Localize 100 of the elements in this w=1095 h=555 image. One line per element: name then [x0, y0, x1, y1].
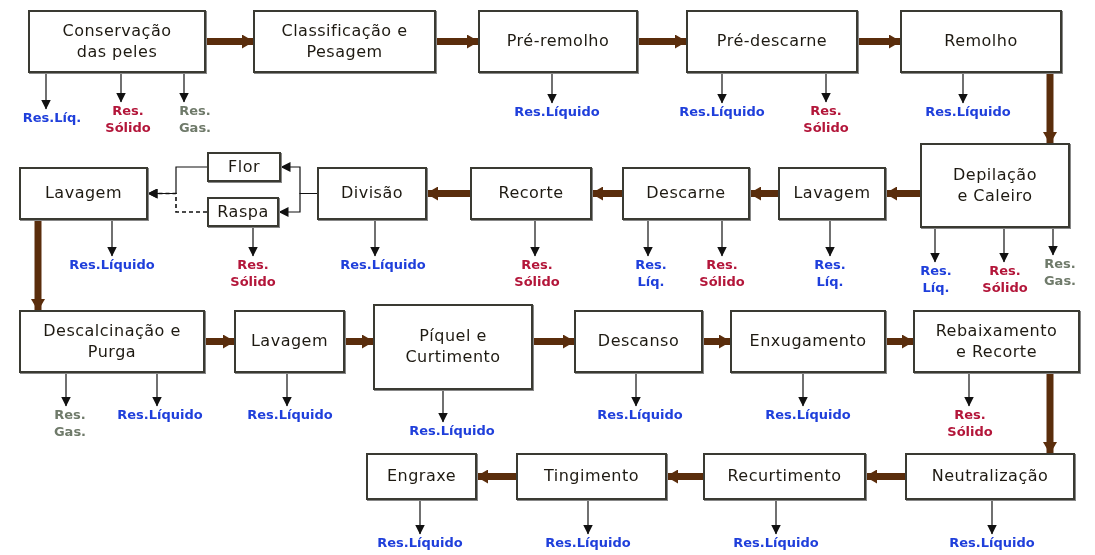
step-label: Recorte	[498, 183, 564, 204]
process-box	[317, 167, 427, 220]
residue-label: Res.Líquido	[765, 407, 851, 424]
arrow	[821, 72, 831, 103]
step-label: Descarne	[646, 183, 726, 204]
step-label: Conservação das peles	[61, 20, 173, 63]
process-box	[366, 453, 477, 500]
arrow	[152, 372, 162, 407]
arrow	[643, 219, 653, 257]
flow-arrow	[885, 186, 920, 201]
residue-label: Res. Líq.	[808, 257, 852, 291]
arrow	[438, 389, 448, 423]
process-box	[373, 304, 533, 390]
residue-label: Res. Sólido	[509, 257, 565, 291]
residue-label: Res. Sólido	[225, 257, 281, 291]
residue-label: Res.Líquido	[925, 104, 1011, 121]
residue-label: Res. Gas.	[1038, 256, 1082, 290]
process-box	[730, 310, 886, 373]
residue-label: Res. Sólido	[977, 263, 1033, 297]
arrow	[61, 372, 71, 407]
arrow	[370, 219, 380, 257]
residue-label: Res.Líquido	[597, 407, 683, 424]
flow-arrow	[206, 34, 254, 49]
flow-arrow	[345, 334, 374, 349]
arrow	[278, 192, 318, 217]
process-box	[703, 453, 866, 500]
flow-arrow	[591, 186, 622, 201]
process-box	[686, 10, 858, 73]
step-label: Recurtimento	[727, 466, 842, 487]
step-label: Raspa	[217, 201, 269, 223]
step-label: Enxugamento	[749, 331, 867, 352]
process-box	[913, 310, 1080, 373]
step-label: Depilação e Caleiro	[952, 164, 1038, 207]
residue-label: Res. Gas.	[48, 407, 92, 441]
step-label: Píquel e Curtimento	[404, 326, 502, 368]
residue-label: Res.Líq.	[22, 110, 82, 127]
step-label: Neutralização	[931, 466, 1049, 487]
arrow	[930, 227, 940, 263]
step-label: Remolho	[944, 31, 1018, 52]
step-label: Rebaixamento e Recorte	[934, 320, 1059, 363]
process-box	[207, 197, 279, 227]
step-label: Lavagem	[793, 183, 871, 204]
residue-label: Res.Líquido	[679, 104, 765, 121]
flow-arrow	[533, 334, 575, 349]
step-label: Divisão	[340, 183, 404, 204]
process-box	[516, 453, 667, 500]
residue-label: Res.Líquido	[377, 535, 463, 552]
arrow	[1048, 227, 1058, 256]
process-box	[622, 167, 750, 220]
residue-label: Res. Líq.	[629, 257, 673, 291]
arrow	[631, 372, 641, 407]
process-box	[234, 310, 345, 373]
residue-label: Res.Líquido	[247, 407, 333, 424]
arrow	[415, 499, 425, 535]
residue-label: Res.Líquido	[514, 104, 600, 121]
step-label: Lavagem	[250, 331, 329, 352]
step-label: Pré-descarne	[716, 31, 828, 52]
process-box	[19, 167, 148, 220]
residue-label: Res. Sólido	[100, 103, 156, 137]
residue-label: Res. Sólido	[942, 407, 998, 441]
process-box	[778, 167, 886, 220]
process-box	[19, 310, 205, 373]
process-box	[905, 453, 1075, 500]
residue-label: Res.Líquido	[69, 257, 155, 274]
step-label: Lavagem	[44, 183, 123, 204]
residue-label: Res.Líquido	[117, 407, 203, 424]
arrow	[999, 227, 1009, 263]
arrow	[107, 219, 117, 257]
arrow	[116, 72, 126, 103]
process-box	[478, 10, 638, 73]
flow-arrow	[1043, 73, 1057, 144]
residue-label: Res. Gas.	[170, 103, 220, 137]
arrow	[547, 72, 557, 104]
arrow	[964, 372, 974, 407]
residue-label: Res.Líquido	[340, 257, 426, 274]
flow-arrow	[426, 186, 470, 201]
arrow	[282, 372, 292, 407]
flow-arrow	[886, 334, 914, 349]
step-label: Descanso	[597, 331, 680, 352]
residue-label: Res.Líquido	[545, 535, 631, 552]
step-label: Pré-remolho	[506, 31, 610, 52]
arrow	[248, 226, 258, 257]
flow-arrow	[205, 334, 235, 349]
residue-label: Res.Líquido	[409, 423, 495, 440]
residue-label: Res. Sólido	[694, 257, 750, 291]
residue-label: Res. Sólido	[798, 103, 854, 137]
arrow	[147, 188, 208, 213]
residue-label: Res.Líquido	[949, 535, 1035, 552]
flow-arrow	[31, 220, 45, 311]
arrow	[798, 372, 808, 407]
process-box	[253, 10, 436, 73]
arrow	[771, 499, 781, 535]
flow-arrow	[638, 34, 687, 49]
process-box	[207, 152, 281, 182]
arrow	[179, 72, 189, 103]
flow-arrow	[476, 469, 516, 484]
arrow	[583, 499, 593, 535]
arrow	[825, 219, 835, 257]
step-label: Engraxe	[386, 466, 457, 487]
flow-arrow	[703, 334, 731, 349]
